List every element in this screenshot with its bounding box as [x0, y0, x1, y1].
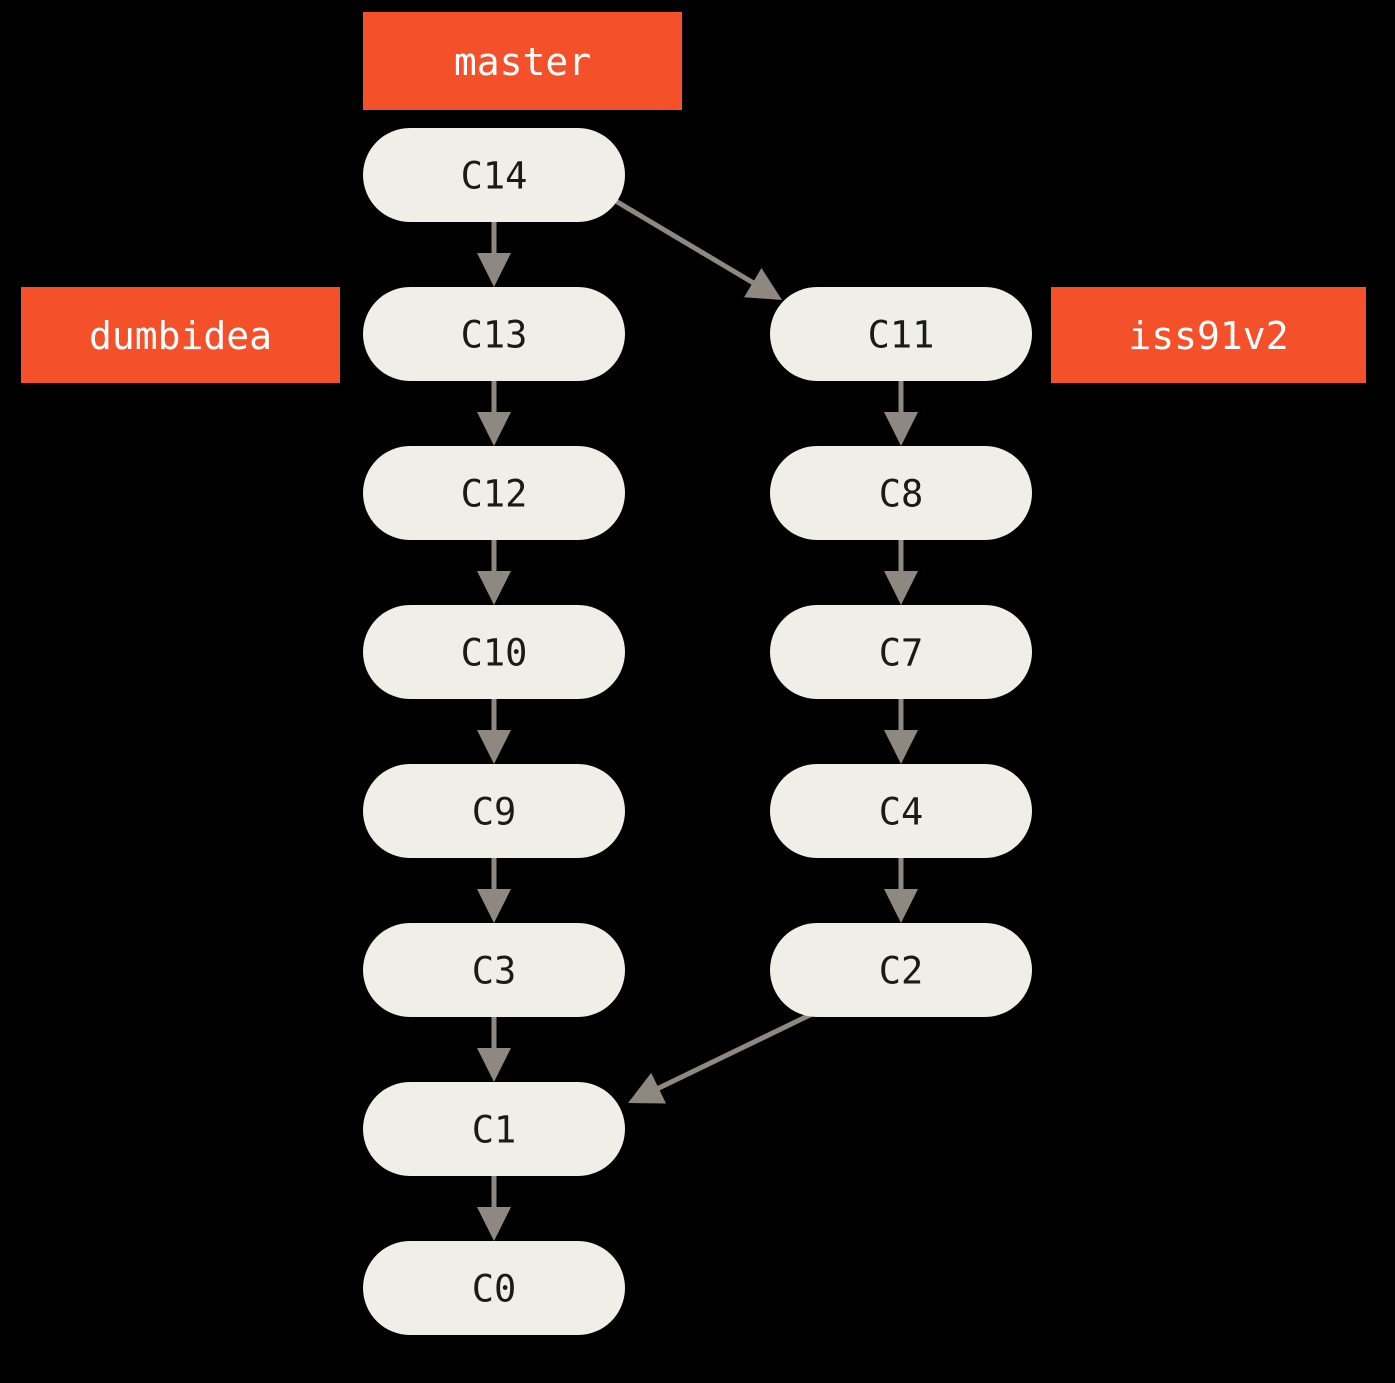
commit-node-c8-shape: [770, 446, 1032, 540]
edge-c7-c4-arrowhead: [884, 730, 918, 764]
edge-c8-c7-arrowhead: [884, 571, 918, 605]
commit-node-c14[interactable]: C14: [363, 128, 625, 222]
edge-c8-c7: [884, 540, 918, 605]
edge-c14-c13-arrowhead: [477, 253, 511, 287]
edge-c4-c2: [884, 858, 918, 923]
commit-node-c14-label: C14: [461, 155, 528, 198]
edge-c11-c8: [884, 381, 918, 446]
edge-layer: [477, 197, 918, 1241]
branch-label-dumbidea-text: dumbidea: [89, 314, 272, 358]
commit-node-c3-shape: [363, 923, 625, 1017]
edge-c12-c10: [477, 540, 511, 605]
edge-c9-c3-arrowhead: [477, 889, 511, 923]
commit-node-c12-shape: [363, 446, 625, 540]
branch-label-master[interactable]: master: [363, 12, 682, 110]
commit-node-c11-label: C11: [868, 314, 935, 357]
commit-node-c10-label: C10: [461, 632, 528, 675]
edge-c14-c13: [477, 222, 511, 287]
edge-c3-c1-arrowhead: [477, 1048, 511, 1082]
edge-c1-c0: [477, 1176, 511, 1241]
edge-c14-c11-line: [612, 197, 758, 287]
commit-node-c11-shape: [770, 287, 1032, 381]
commit-node-c1-shape: [363, 1082, 625, 1176]
commit-node-c8[interactable]: C8: [770, 446, 1032, 540]
commit-node-c12-label: C12: [461, 473, 528, 516]
branch-label-dumbidea-box: [21, 287, 340, 383]
branch-label-dumbidea[interactable]: dumbidea: [21, 287, 340, 383]
branch-label-layer: master dumbidea iss91v2: [21, 12, 1366, 383]
commit-node-c1[interactable]: C1: [363, 1082, 625, 1176]
commit-node-c9-label: C9: [472, 791, 517, 834]
commit-node-c10-shape: [363, 605, 625, 699]
branch-label-iss91v2[interactable]: iss91v2: [1051, 287, 1366, 383]
commit-node-c13[interactable]: C13: [363, 287, 625, 381]
commit-node-c2-shape: [770, 923, 1032, 1017]
commit-node-c7-shape: [770, 605, 1032, 699]
edge-c7-c4: [884, 699, 918, 764]
commit-node-c0-shape: [363, 1241, 625, 1335]
branch-label-master-text: master: [454, 40, 591, 84]
edge-c14-c11: [612, 197, 782, 300]
edge-c14-c11-arrowhead: [744, 268, 782, 300]
commit-node-c13-label: C13: [461, 314, 528, 357]
edge-c10-c9-arrowhead: [477, 730, 511, 764]
commit-node-c0-label: C0: [472, 1268, 517, 1311]
branch-label-iss91v2-box: [1051, 287, 1366, 383]
commit-node-c4[interactable]: C4: [770, 764, 1032, 858]
edge-c2-c1: [628, 1010, 816, 1104]
edge-c2-c1-arrowhead: [628, 1072, 667, 1104]
commit-node-c8-label: C8: [879, 473, 924, 516]
commit-node-c9[interactable]: C9: [363, 764, 625, 858]
commit-node-c3-label: C3: [472, 950, 517, 993]
commit-node-c7[interactable]: C7: [770, 605, 1032, 699]
commit-node-c0[interactable]: C0: [363, 1241, 625, 1335]
commit-node-c14-shape: [363, 128, 625, 222]
commit-node-c9-shape: [363, 764, 625, 858]
edge-c12-c10-arrowhead: [477, 571, 511, 605]
commit-node-c3[interactable]: C3: [363, 923, 625, 1017]
commit-node-c12[interactable]: C12: [363, 446, 625, 540]
commit-node-c11[interactable]: C11: [770, 287, 1032, 381]
edge-c3-c1: [477, 1017, 511, 1082]
commit-node-c2[interactable]: C2: [770, 923, 1032, 1017]
edge-c2-c1-line: [653, 1010, 816, 1093]
commit-node-c4-shape: [770, 764, 1032, 858]
commit-node-c7-label: C7: [879, 632, 924, 675]
edge-c9-c3: [477, 858, 511, 923]
commit-node-c4-label: C4: [879, 791, 924, 834]
edge-c10-c9: [477, 699, 511, 764]
edge-c1-c0-arrowhead: [477, 1207, 511, 1241]
edge-c13-c12: [477, 381, 511, 446]
commit-node-c1-label: C1: [472, 1109, 517, 1152]
edge-c4-c2-arrowhead: [884, 889, 918, 923]
branch-label-master-box: [363, 12, 682, 110]
commit-node-c10[interactable]: C10: [363, 605, 625, 699]
edge-c11-c8-arrowhead: [884, 412, 918, 446]
branch-label-iss91v2-text: iss91v2: [1128, 314, 1288, 358]
commit-node-c13-shape: [363, 287, 625, 381]
commit-node-c2-label: C2: [879, 950, 924, 993]
edge-c13-c12-arrowhead: [477, 412, 511, 446]
